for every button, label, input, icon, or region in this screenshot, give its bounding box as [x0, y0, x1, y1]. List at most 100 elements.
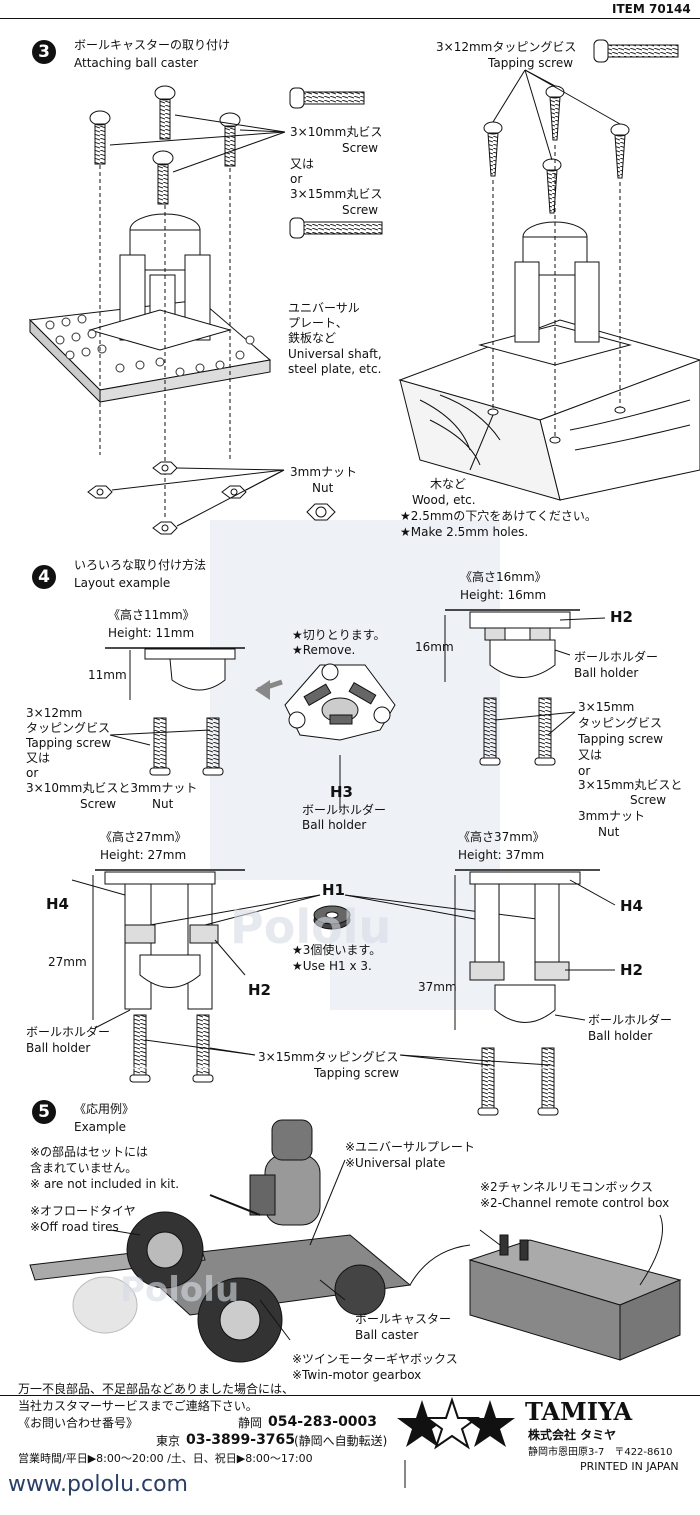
- tapping-en: Tapping screw: [488, 56, 574, 70]
- footer-line-2: 当社カスタマーサービスまでご連絡下さい。: [18, 1399, 258, 1413]
- h27-jp: 《高さ27mm》: [100, 830, 187, 844]
- screw10-jp: 3×10mm丸ビス: [290, 125, 383, 139]
- or-en: or: [290, 172, 303, 186]
- plate-jp-3: 鉄板など: [288, 331, 337, 345]
- plate-en-5: ※Universal plate: [345, 1156, 446, 1170]
- step-4-title-en: Layout example: [74, 576, 171, 590]
- ball-caster-right: [478, 221, 632, 366]
- step-3-title-en: Attaching ball caster: [74, 56, 199, 70]
- screw-group-left: [89, 85, 241, 205]
- h11-jp: 《高さ11mm》: [108, 608, 195, 622]
- hole-en: ★Make 2.5mm holes.: [400, 525, 529, 539]
- plate-jp-5: ※ユニバーサルプレート: [345, 1140, 475, 1154]
- dim-37: 37mm: [418, 980, 457, 994]
- tapping-jp: 3×12mmタッピングビス: [436, 40, 577, 54]
- holder-en-27: Ball holder: [26, 1041, 91, 1055]
- alt-jp: 3×10mm丸ビスと3mmナット: [26, 781, 198, 795]
- step-3-title-jp: ボールキャスターの取り付け: [74, 38, 231, 52]
- remote-jp: ※2チャンネルリモコンボックス: [480, 1180, 653, 1194]
- ball-holder-h3: [284, 663, 396, 741]
- holder-en: Ball holder: [302, 818, 367, 832]
- company-address: 静岡市恩田原3-7 〒422-8610: [528, 1447, 673, 1458]
- company-name: 株式会社 タミヤ: [528, 1428, 617, 1442]
- holder-jp-37: ボールホルダー: [588, 1013, 673, 1027]
- layout-h11: [105, 647, 245, 776]
- remove-en: ★Remove.: [292, 643, 356, 657]
- step-5-badge: 5: [32, 1100, 56, 1124]
- tap15-jp-1: 3×15mm: [578, 700, 635, 714]
- holder-jp-16: ボールホルダー: [574, 650, 659, 664]
- plate-jp-1: ユニバーサル: [288, 301, 360, 315]
- or-jp-4: 又は: [26, 751, 51, 765]
- footer-line-1: 万一不良部品、不足部品などありました場合には、: [18, 1382, 295, 1396]
- step-4-badge: 4: [32, 565, 56, 589]
- hole-jp: ★2.5mmの下穴をあけてください。: [400, 509, 597, 523]
- caster-en: Ball caster: [355, 1328, 419, 1342]
- h1-ring: [149, 894, 546, 930]
- watermark-shape: [210, 520, 500, 1010]
- layout-h27: [71, 869, 246, 1083]
- note-jp-2: 含まれていません。: [30, 1161, 138, 1175]
- footer-shizuoka: 静岡: [238, 1416, 263, 1430]
- dim-27: 27mm: [48, 955, 87, 969]
- step-3-badge: 3: [32, 40, 56, 64]
- nut-jp: 3mmナット: [290, 465, 358, 479]
- footer-tokyo: 東京: [156, 1434, 181, 1448]
- footer-rule: [0, 1395, 700, 1396]
- or-en-4: or: [26, 766, 39, 780]
- nut-en: Nut: [312, 481, 334, 495]
- h27-en: Height: 27mm: [100, 848, 187, 862]
- layout-h37: [144, 869, 616, 1116]
- tires-jp: ※オフロードタイヤ: [30, 1204, 136, 1218]
- alt15-nut-jp: 3mmナット: [578, 809, 646, 823]
- caster-jp: ボールキャスター: [355, 1312, 452, 1326]
- watermark-text-2: Pololu: [120, 1270, 240, 1310]
- holder-jp: ボールホルダー: [302, 803, 387, 817]
- tap15-jp-2: タッピングビス: [578, 716, 663, 730]
- dim-11: 11mm: [88, 668, 127, 682]
- dim-16: 16mm: [415, 640, 454, 654]
- wood-en: Wood, etc.: [412, 493, 476, 507]
- tap12-jp-1: 3×12mm: [26, 706, 83, 720]
- alt15-jp: 3×15mm丸ビスと: [578, 778, 683, 792]
- plate-en-2: steel plate, etc.: [288, 362, 382, 376]
- note-jp-1: ※の部品はセットには: [30, 1145, 149, 1159]
- alt-screw: Screw: [80, 797, 117, 811]
- step-4-title-jp: いろいろな取り付け方法: [74, 558, 207, 572]
- wood-jp: 木など: [430, 477, 467, 491]
- screw15-en: Screw: [342, 203, 379, 217]
- label-h2-27: H2: [248, 981, 271, 999]
- gear-jp: ※ツインモーターギヤボックス: [292, 1352, 458, 1366]
- alt15-nut-en: Nut: [598, 825, 620, 839]
- alt15-screw: Screw: [630, 793, 667, 807]
- plate-en-1: Universal shaft,: [288, 347, 382, 361]
- screw-icons-horizontal: [289, 39, 679, 239]
- layout-h16: [444, 609, 606, 766]
- label-h2-37: H2: [620, 961, 643, 979]
- use3-en: ★Use H1 x 3.: [292, 959, 372, 973]
- footer-tokyo-note: (静岡へ自動転送): [294, 1434, 388, 1448]
- website-link[interactable]: www.pololu.com: [8, 1472, 188, 1497]
- screw15-jp: 3×15mm丸ビス: [290, 187, 383, 201]
- tapping-screws-right: [483, 85, 630, 214]
- label-h4-27: H4: [46, 895, 69, 913]
- tap15-en: Tapping screw: [578, 732, 664, 746]
- brand-name: TAMIYA: [525, 1397, 633, 1426]
- header-rule: [0, 18, 700, 19]
- label-h4-37: H4: [620, 897, 643, 915]
- remote-control-box: [468, 1214, 682, 1361]
- alt-nut: Nut: [152, 797, 174, 811]
- plate-jp-2: プレート、: [288, 316, 348, 330]
- remove-jp: ★切りとります。: [292, 628, 386, 642]
- gear-en: ※Twin-motor gearbox: [292, 1368, 422, 1382]
- watermark-text: Pololu: [230, 900, 392, 954]
- holder-en-37: Ball holder: [588, 1029, 653, 1043]
- label-h1: H1: [322, 881, 345, 899]
- remote-en: ※2-Channel remote control box: [480, 1196, 670, 1210]
- label-h2-16: H2: [610, 608, 633, 626]
- h37-jp: 《高さ37mm》: [458, 830, 545, 844]
- footer-contact: 《お問い合わせ番号》: [18, 1416, 139, 1430]
- screw10-en: Screw: [342, 141, 379, 155]
- h37-en: Height: 37mm: [458, 848, 545, 862]
